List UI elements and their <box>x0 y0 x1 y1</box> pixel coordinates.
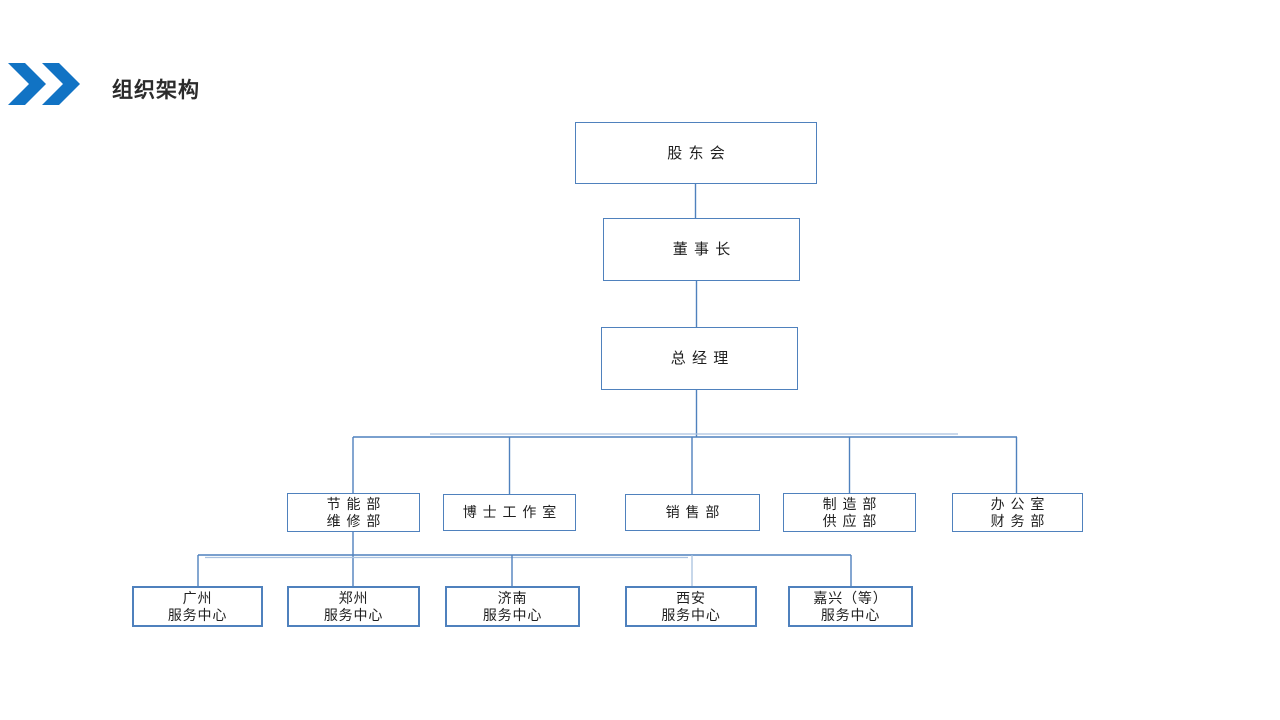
org-node-label: 销售部 <box>665 504 726 520</box>
org-node-label: 服务中心 <box>820 606 881 623</box>
org-node-label: 服务中心 <box>323 606 384 623</box>
org-node-label: 服务中心 <box>661 606 721 623</box>
org-node-chairman: 董事长 <box>603 218 800 281</box>
org-node-manufacturing-supply: 制造部供应部 <box>783 493 916 532</box>
org-node-label: 博士工作室 <box>462 504 563 520</box>
org-node-xian-center: 西安服务中心 <box>625 586 757 627</box>
org-node-label: 股东会 <box>667 144 732 162</box>
org-node-label: 供应部 <box>822 512 883 529</box>
org-node-label: 财务部 <box>990 512 1051 529</box>
org-node-label: 郑州 <box>338 589 369 606</box>
org-node-guangzhou-center: 广州服务中心 <box>132 586 263 627</box>
org-node-label: 维修部 <box>326 512 387 529</box>
org-node-shareholders: 股东会 <box>575 122 817 184</box>
org-node-label: 嘉兴（等） <box>813 589 888 606</box>
double-chevron-icon <box>8 63 80 105</box>
org-node-label: 济南 <box>497 589 528 606</box>
org-node-label: 服务中心 <box>482 606 543 623</box>
org-node-doctor-studio: 博士工作室 <box>443 494 576 531</box>
org-node-general-manager: 总经理 <box>601 327 798 390</box>
org-node-label: 制造部 <box>822 495 883 512</box>
org-node-jiaxing-center: 嘉兴（等）服务中心 <box>788 586 913 627</box>
org-node-sales: 销售部 <box>625 494 760 531</box>
org-node-office-finance: 办公室财务部 <box>952 493 1083 532</box>
org-node-jinan-center: 济南服务中心 <box>445 586 580 627</box>
org-node-label: 办公室 <box>990 495 1051 512</box>
org-node-label: 董事长 <box>672 241 737 258</box>
org-node-zhengzhou-center: 郑州服务中心 <box>287 586 420 627</box>
page-title: 组织架构 <box>112 79 200 102</box>
org-node-label: 广州 <box>182 589 213 606</box>
org-node-label: 西安 <box>676 589 706 606</box>
org-node-energy-maintenance: 节能部维修部 <box>287 493 420 532</box>
org-node-label: 服务中心 <box>167 606 228 623</box>
org-node-label: 节能部 <box>326 495 387 512</box>
org-node-label: 总经理 <box>670 350 735 367</box>
